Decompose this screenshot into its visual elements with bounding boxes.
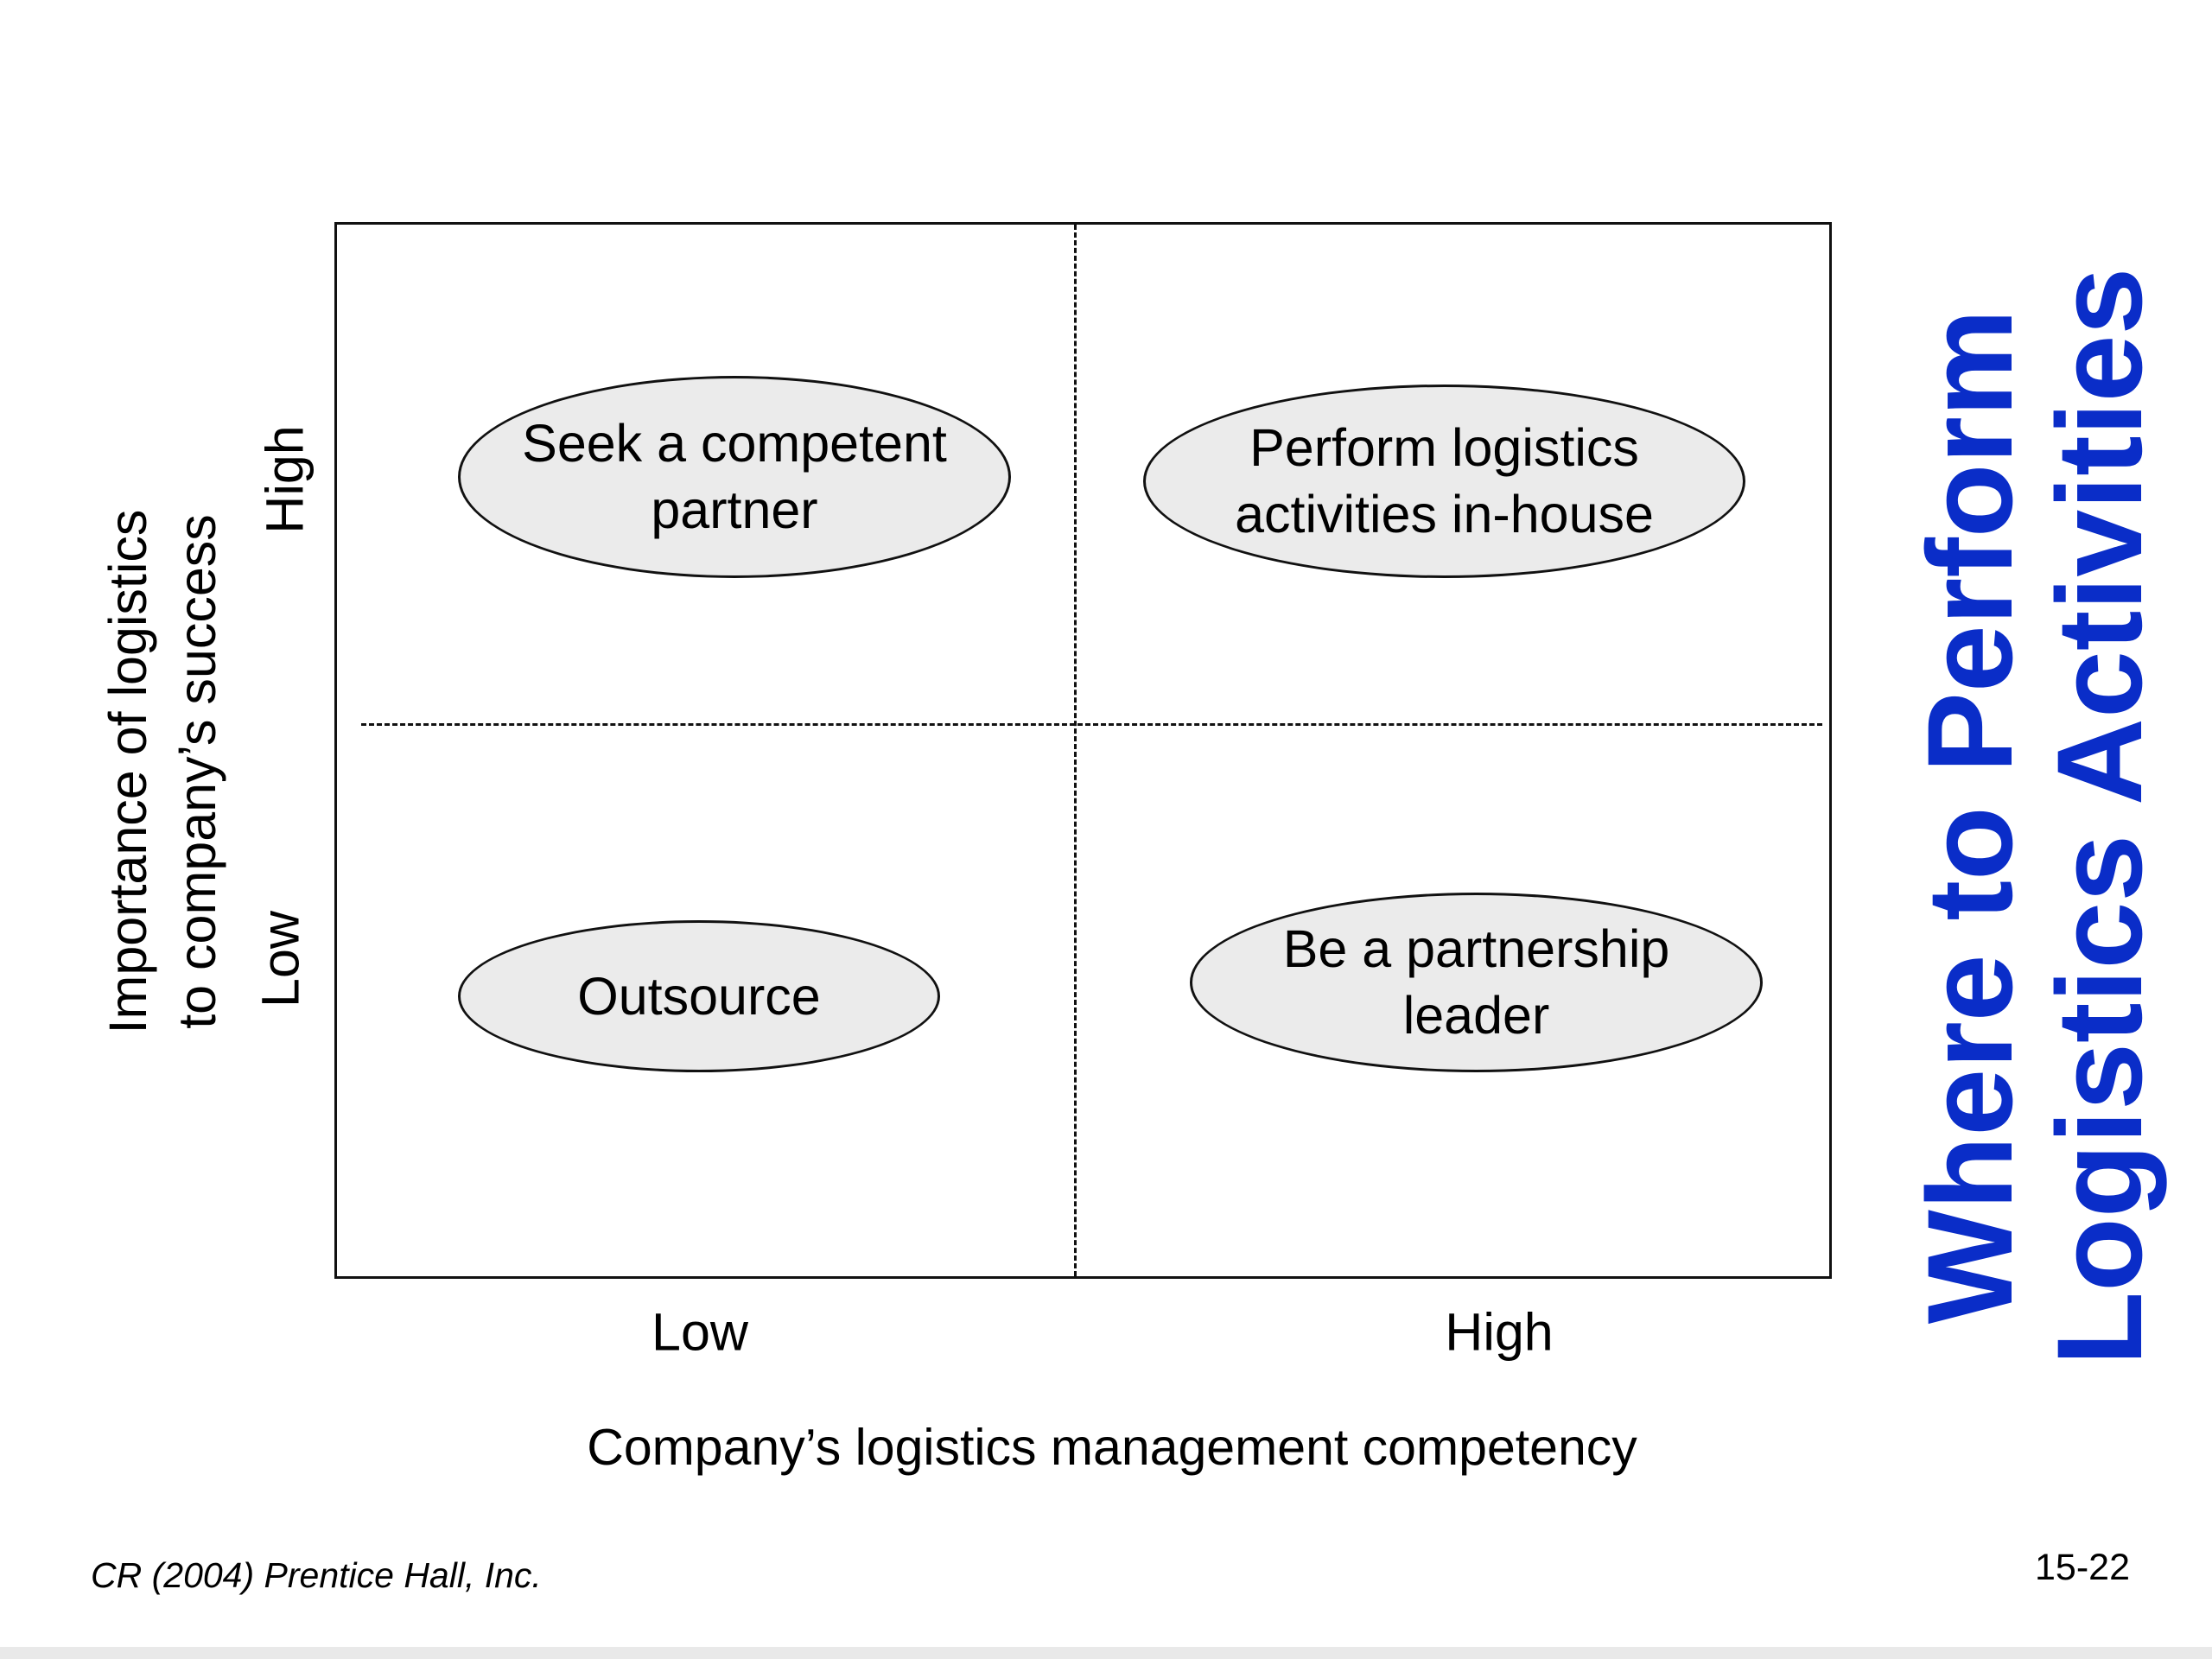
slide-title: Where to Perform Logistics Activities xyxy=(1902,267,2167,1366)
quadrant-top-right: Perform logistics activities in-house xyxy=(1143,385,1745,578)
x-axis-title: Company’s logistics management competenc… xyxy=(587,1419,1637,1476)
y-axis-high-label: High xyxy=(255,425,315,534)
y-axis-title: Importance of logistics to company’s suc… xyxy=(99,509,226,1034)
x-axis-high-label: High xyxy=(1445,1302,1554,1362)
copyright-text: CR (2004) Prentice Hall, Inc. xyxy=(91,1555,542,1595)
quadrant-bottom-left-label: Outsource xyxy=(577,966,821,1026)
quadrant-bottom-left: Outsource xyxy=(458,920,940,1072)
x-axis-low-label: Low xyxy=(652,1302,748,1362)
horizontal-divider xyxy=(361,723,1822,726)
slide-number: 15-22 xyxy=(2035,1547,2130,1588)
quadrant-bottom-right: Be a partnership leader xyxy=(1190,893,1763,1072)
quadrant-top-left-label: Seek a competent partner xyxy=(522,414,947,539)
quadrant-bottom-right-label: Be a partnership leader xyxy=(1282,919,1670,1045)
vertical-divider xyxy=(1074,225,1077,1276)
quadrant-top-left: Seek a competent partner xyxy=(458,376,1011,578)
quadrant-top-right-label: Perform logistics activities in-house xyxy=(1235,418,1654,543)
y-axis-low-label: Low xyxy=(251,911,310,1007)
matrix-frame xyxy=(334,222,1832,1279)
bottom-bar xyxy=(0,1647,2212,1659)
